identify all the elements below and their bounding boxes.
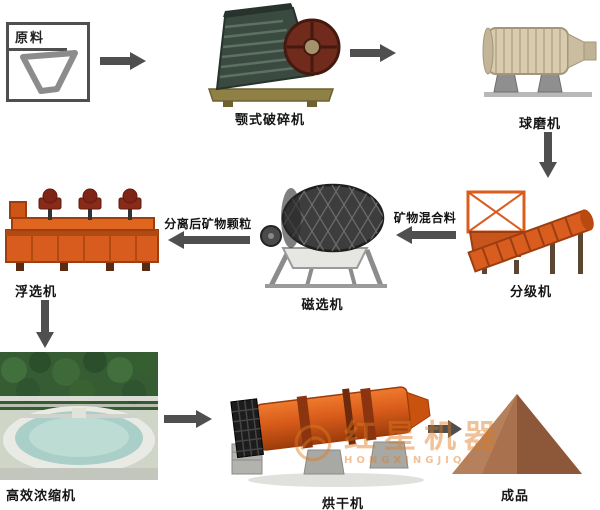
arrow-raw-to-crusher xyxy=(100,52,146,70)
flotation-machine-label: 浮选机 xyxy=(14,285,57,300)
jaw-crusher-illustration xyxy=(207,3,341,107)
arrow-flotation-to-thickener xyxy=(36,300,54,348)
raw-material-divider xyxy=(9,48,67,51)
thickener-illustration xyxy=(0,352,158,480)
stream-label-mixed-ore: 矿物混合料 xyxy=(393,211,457,225)
product-pile-illustration xyxy=(452,394,582,474)
raw-material-node: 原料 xyxy=(6,22,90,102)
arrow-mill-to-classifier xyxy=(539,132,557,178)
arrow-thickener-to-dryer xyxy=(164,410,212,428)
flotation-machine-illustration xyxy=(5,188,159,271)
magnetic-separator-label: 磁选机 xyxy=(301,298,344,313)
ball-mill-label: 球磨机 xyxy=(518,117,561,132)
dryer-illustration xyxy=(230,386,431,487)
arrow-magnetic-to-flotation xyxy=(168,231,250,249)
classifier-label: 分级机 xyxy=(509,285,552,300)
classifier-illustration xyxy=(466,190,594,274)
arrow-dryer-to-product xyxy=(428,420,462,438)
raw-material-label: 原料 xyxy=(15,31,46,46)
product-label: 成品 xyxy=(500,489,529,504)
magnetic-separator-illustration xyxy=(260,183,387,288)
arrow-crusher-to-mill xyxy=(350,44,396,62)
dryer-label: 烘干机 xyxy=(321,497,364,510)
funnel-icon xyxy=(20,50,78,94)
jaw-crusher-label: 颚式破碎机 xyxy=(234,113,305,128)
arrow-classifier-to-magnetic xyxy=(396,226,456,244)
ball-mill-illustration xyxy=(482,27,597,97)
stream-label-separated-particles: 分离后矿物颗粒 xyxy=(164,217,252,231)
thickener-label: 高效浓缩机 xyxy=(6,489,77,504)
